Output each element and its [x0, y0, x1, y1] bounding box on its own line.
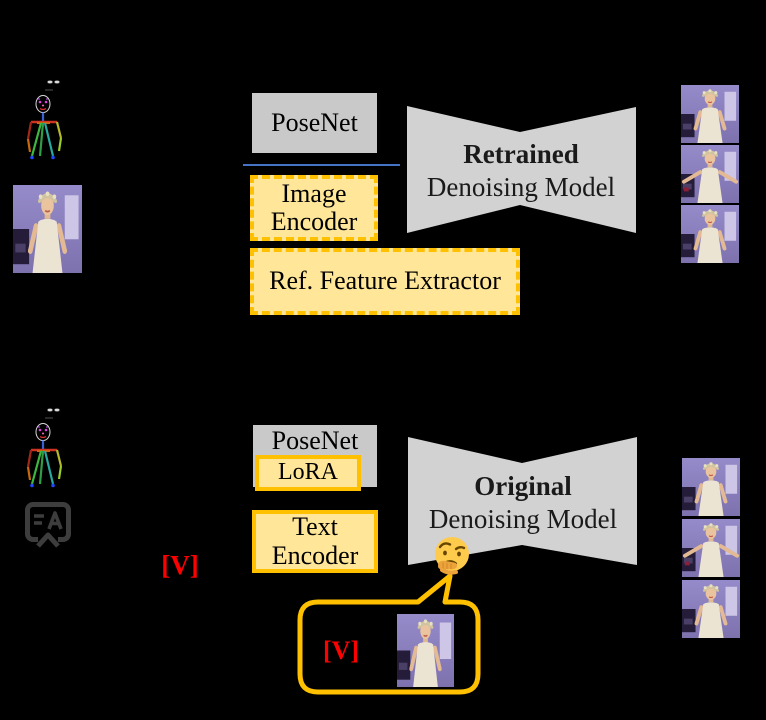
posenet-label-a: PoseNet [271, 108, 358, 138]
denoising-model-label-b: Original Denoising Model [410, 470, 636, 536]
output-frame [682, 580, 740, 638]
posenet-label-b: PoseNet [271, 426, 359, 455]
caption-icon [24, 501, 72, 551]
image-encoder-label: Image Encoder [270, 178, 358, 236]
output-frame [682, 519, 740, 577]
lora-label: LoRA [278, 459, 338, 486]
lora-box: LoRA [255, 455, 361, 491]
reference-photo [13, 185, 82, 273]
generated-frames-a [681, 85, 739, 263]
ref-feature-extractor-label: Ref. Feature Extractor [269, 266, 501, 296]
thinking-face-icon [430, 534, 474, 578]
denoising-model-shape-b [408, 437, 637, 565]
output-frame [681, 145, 739, 203]
speech-bubble [297, 573, 481, 695]
identifier-token: [V] [161, 550, 199, 580]
model-type-b: Denoising Model [428, 504, 618, 534]
output-frame [681, 205, 739, 263]
denoising-model-shape-a [407, 106, 636, 233]
bubble-reference-photo [397, 614, 454, 687]
generated-frames-b [682, 458, 740, 638]
ref-feature-extractor-box: Ref. Feature Extractor [250, 248, 520, 315]
model-name-a: Retrained [463, 139, 579, 169]
image-encoder-box: Image Encoder [250, 175, 378, 241]
text-encoder-label: Text Encoder [271, 512, 359, 570]
divider-line [243, 164, 400, 166]
text-encoder-box: Text Encoder [252, 510, 378, 573]
output-frame [682, 458, 740, 516]
model-type-a: Denoising Model [426, 172, 616, 202]
pose-skeleton-icon [24, 406, 68, 490]
posenet-box-a: PoseNet [252, 93, 377, 153]
model-name-b: Original [474, 471, 572, 501]
denoising-model-label-a: Retrained Denoising Model [408, 138, 634, 204]
pose-skeleton-icon [24, 78, 68, 162]
output-frame [681, 85, 739, 143]
bubble-token: [V] [322, 636, 360, 665]
